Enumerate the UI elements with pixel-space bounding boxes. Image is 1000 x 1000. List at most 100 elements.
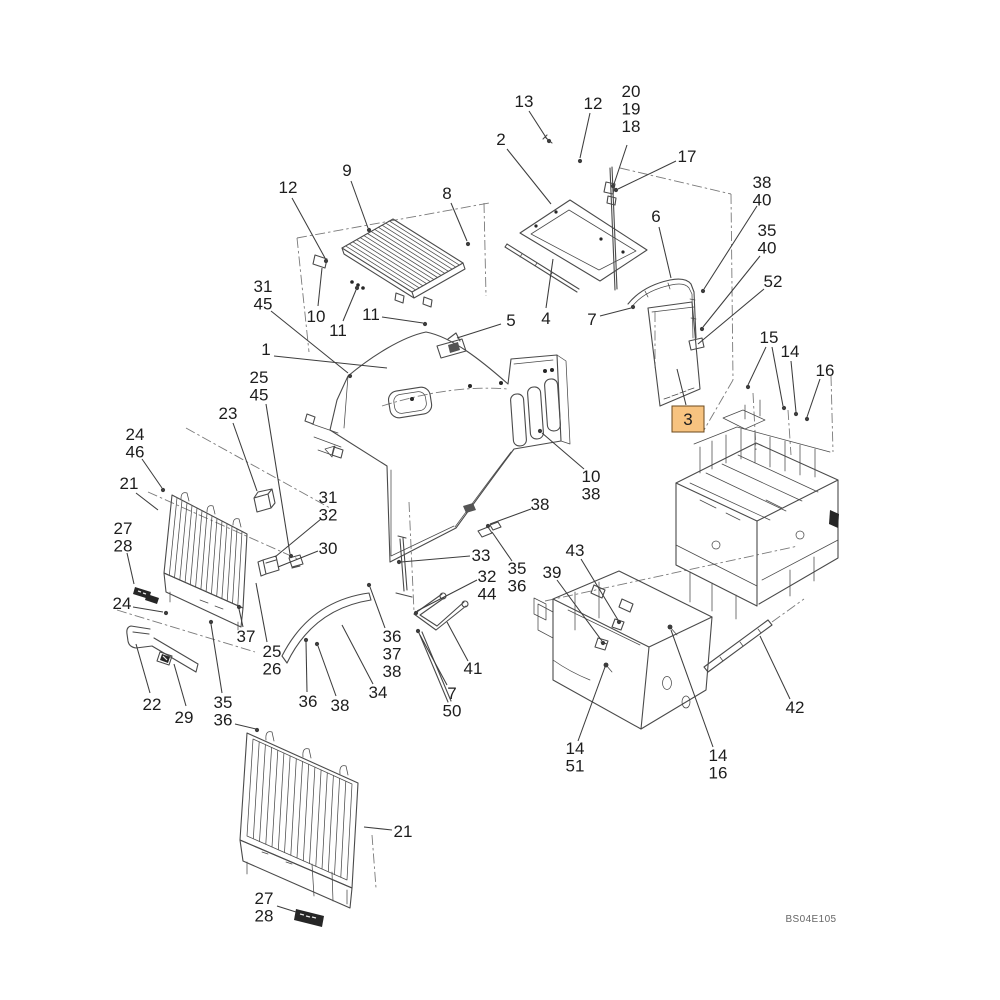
part-callout-16[interactable]: 16 <box>804 361 835 422</box>
part-number-text: 14 <box>781 342 800 361</box>
part-callout-17[interactable]: 17 <box>613 147 697 193</box>
part-callout-10[interactable]: 10 <box>307 267 326 326</box>
leader-line <box>350 180 369 229</box>
part-callout-4[interactable]: 4 <box>541 258 554 328</box>
frame-inner <box>530 209 637 271</box>
leader-line <box>541 432 585 470</box>
leader-line <box>545 258 554 309</box>
part-callout-7[interactable]: 7 <box>587 304 636 329</box>
part-callout-42[interactable]: 42 <box>759 635 805 717</box>
part-callout-30[interactable]: 30 <box>277 539 337 568</box>
part-callout-2[interactable]: 2 <box>496 130 552 205</box>
leader-line <box>759 635 791 700</box>
clip-29 <box>156 651 173 666</box>
leader-line <box>676 368 687 406</box>
leader-line <box>579 112 591 159</box>
leader-line <box>369 586 386 629</box>
part-callout-36[interactable]: 36 <box>299 637 318 711</box>
part-number-text: 42 <box>786 698 805 717</box>
leader-endpoint-dot <box>396 559 402 565</box>
part-number-text: 22 <box>143 695 162 714</box>
part-callout-24[interactable]: 24 <box>113 594 169 616</box>
hinge-dot <box>410 397 414 401</box>
part-callout-38[interactable]: 38 <box>314 641 350 715</box>
leader-line <box>305 641 308 693</box>
walls <box>675 479 839 607</box>
part-callout-8[interactable]: 8 <box>442 184 471 247</box>
part-callout-41[interactable]: 41 <box>446 621 483 678</box>
part-callout-38[interactable]: 38 <box>485 495 550 529</box>
leader-line <box>400 555 471 563</box>
part-callout-43[interactable]: 43 <box>566 541 622 625</box>
wall-details <box>675 499 839 620</box>
dark-mark <box>829 510 839 528</box>
part-callout-3[interactable]: 3 <box>671 368 705 433</box>
part-callout-33[interactable]: 33 <box>396 546 491 565</box>
part-callout-37[interactable]: 37 <box>237 604 256 646</box>
leader-line <box>210 623 223 694</box>
part-callout-21[interactable]: 21 <box>120 474 159 511</box>
leader-line <box>528 110 548 140</box>
part-callout-39[interactable]: 39 <box>543 563 606 646</box>
part-callout-9[interactable]: 9 <box>342 161 372 233</box>
part-callout-6[interactable]: 6 <box>651 207 672 279</box>
part-callout-23[interactable]: 23 <box>219 404 258 492</box>
leader-endpoint-dot <box>413 610 419 616</box>
side-panel-assembly <box>627 278 705 407</box>
part-callout-52[interactable]: 52 <box>697 272 782 345</box>
part-number-text: 41 <box>464 659 483 678</box>
leader-endpoint-dot <box>537 428 543 434</box>
leader-line <box>702 255 761 328</box>
part-callout-34[interactable]: 34 <box>341 624 387 702</box>
part-callout-29[interactable]: 29 <box>173 663 193 727</box>
part-callout-1[interactable]: 1 <box>261 340 388 369</box>
louver-slot <box>510 393 527 447</box>
louver-panel-top <box>513 359 554 365</box>
leader-line <box>234 723 257 730</box>
part-number-text: 12 <box>279 178 298 197</box>
grille-hooks <box>265 731 349 776</box>
part-callout-13[interactable]: 13 <box>515 92 552 144</box>
part-callout-11[interactable]: 11 <box>329 285 360 340</box>
leader-line <box>416 579 478 612</box>
part-callout-12[interactable]: 12 <box>279 178 329 264</box>
leader-line <box>273 355 388 369</box>
leader-line <box>238 608 244 628</box>
leader-line <box>446 621 469 662</box>
part-callout-21[interactable]: 21 <box>363 822 412 841</box>
part-callout-12[interactable]: 12 <box>577 94 603 164</box>
leader-line <box>276 905 297 913</box>
part-callout-11[interactable]: 11 <box>362 305 428 327</box>
part-callout-5[interactable]: 5 <box>456 311 516 339</box>
part-callout-22[interactable]: 22 <box>135 643 162 714</box>
hood <box>304 331 571 563</box>
chassis-front <box>533 570 773 730</box>
leader-line <box>580 558 619 621</box>
leader-endpoint-dot <box>804 416 810 422</box>
leader-endpoint-dot <box>303 637 309 643</box>
part-callout-14[interactable]: 14 <box>781 342 800 417</box>
part-callout-15[interactable]: 15 <box>745 328 787 411</box>
screw-dot <box>361 286 365 290</box>
phantom-lines <box>116 167 834 889</box>
